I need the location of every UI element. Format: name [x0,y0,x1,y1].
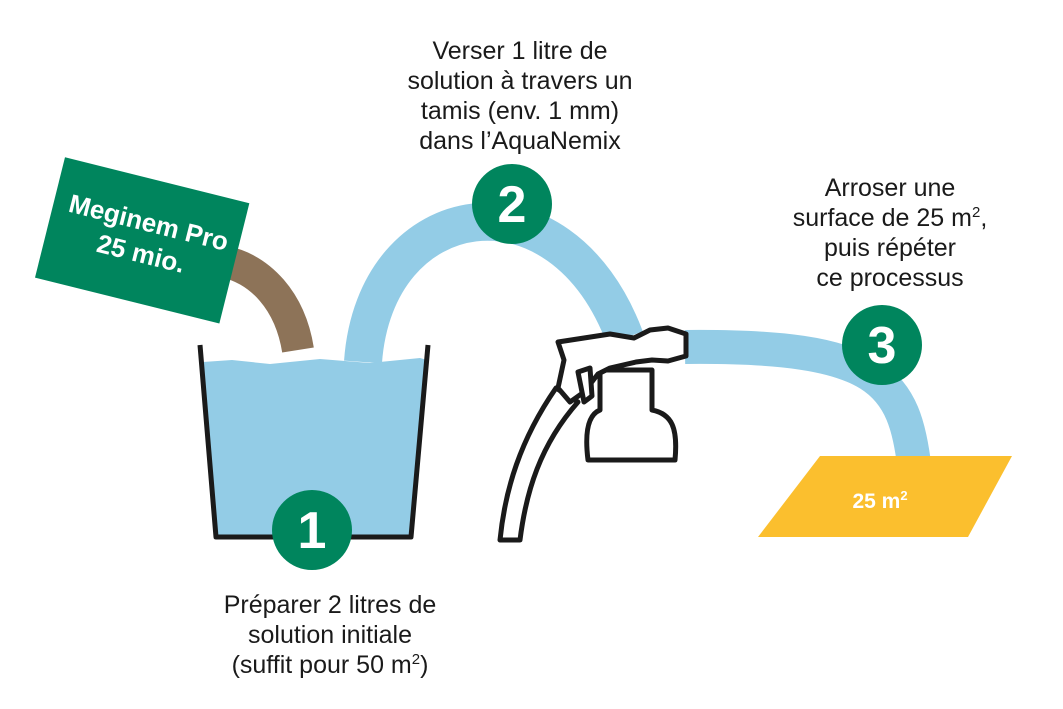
step-badge-3: 3 [842,305,922,385]
step-2-line: dans l’AquaNemix [419,127,621,155]
product-package: Meginem Pro 25 mio. [35,157,250,324]
step-1-caption: Préparer 2 litres de solution initiale (… [180,590,480,680]
sprayer [497,325,689,543]
step-badge-1: 1 [272,490,352,570]
svg-text:2: 2 [498,176,527,234]
powder-stream [221,246,314,354]
area-label: 25 m2 [852,488,907,513]
step-2-line: Verser 1 litre de [432,37,608,65]
step-2-line: tamis (env. 1 mm) [420,97,620,125]
step-1-line: Préparer 2 litres de [223,591,437,619]
target-area [758,456,1012,537]
bucket-water [203,358,427,537]
step-2-line: solution à travers un [407,67,633,95]
step-1-line: (suffit pour 50 m2) [231,651,429,679]
step-badge-2: 2 [472,164,552,244]
step-3-line: surface de 25 m2, [792,204,988,232]
water-stream-to-sprayer [344,202,643,364]
svg-text:1: 1 [298,502,327,560]
step-3-line: Arroser une [824,174,956,202]
step-1-line: solution initiale [248,621,412,649]
step-3-line: puis répéter [823,234,957,262]
step-3-caption: Arroser une surface de 25 m2, puis répét… [740,173,1040,293]
svg-text:3: 3 [868,317,897,375]
step-2-caption: Verser 1 litre de solution à travers un … [360,36,680,156]
step-3-line: ce processus [816,264,964,292]
